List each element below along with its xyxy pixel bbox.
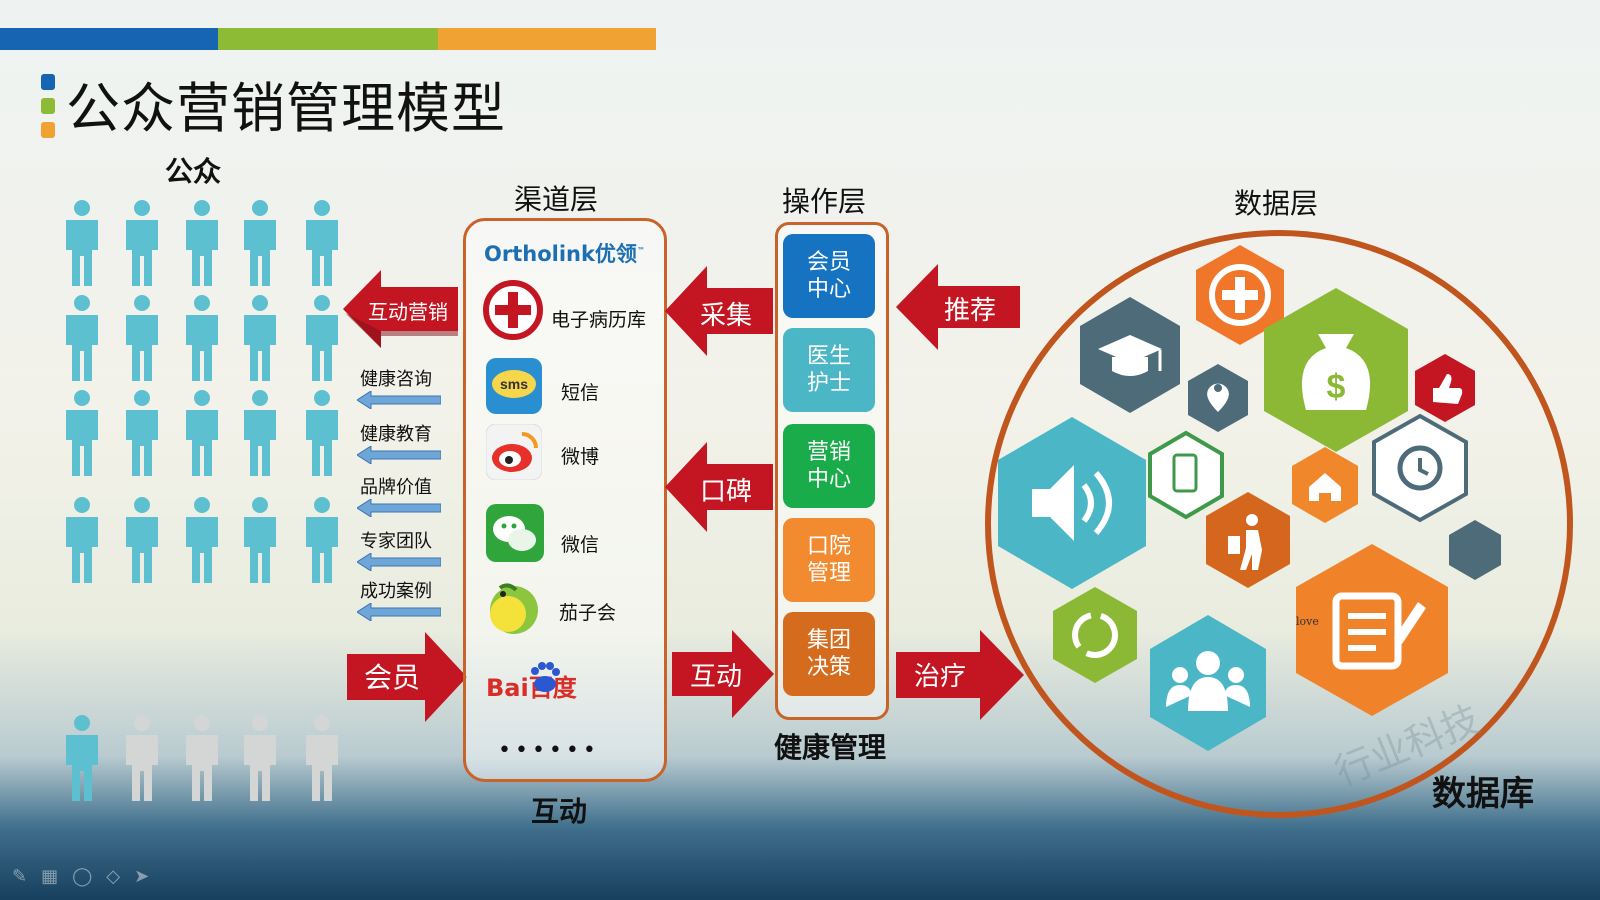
- member-arrow-label: 会员: [364, 656, 420, 696]
- person-icon: [182, 200, 222, 288]
- operation-heading: 操作层: [782, 180, 866, 220]
- refresh-icon: [1053, 587, 1137, 683]
- presentation-toolbar[interactable]: ✎▦◯◇➤: [12, 866, 163, 887]
- sms-icon: sms: [486, 358, 542, 414]
- alarm-clock-icon: [1374, 416, 1466, 520]
- top-bar-blue: [0, 28, 218, 50]
- operation-box: 口院管理: [783, 518, 875, 602]
- small-blue-arrow: [357, 446, 441, 464]
- medical-cross-icon: [483, 280, 543, 340]
- baidu-paw-icon: [527, 662, 563, 694]
- person-icon: [62, 295, 102, 383]
- small-arrow-label: 专家团队: [360, 527, 432, 553]
- person-icon: [62, 390, 102, 478]
- person-icon: [240, 200, 280, 288]
- love-text: love: [1296, 615, 1319, 628]
- treatment-arrow-label: 治疗: [914, 656, 966, 693]
- small-arrow-label: 成功案例: [360, 577, 432, 603]
- word-of-mouth-label: 口碑: [700, 471, 752, 508]
- person-icon: [182, 715, 222, 803]
- eggplant-icon: [486, 580, 542, 636]
- top-bar-green: [218, 28, 438, 50]
- public-heading: 公众: [165, 150, 221, 190]
- phone-icon: [1150, 433, 1222, 517]
- operation-box-label: 口院管理: [807, 533, 851, 587]
- database-caption: 数据库: [1432, 766, 1534, 815]
- recommend-arrow-label: 推荐: [944, 290, 996, 327]
- person-icon: [122, 390, 162, 478]
- person-icon: [302, 715, 342, 803]
- location-pin-icon: [1188, 364, 1248, 432]
- person-icon: [122, 200, 162, 288]
- collect-arrow-label: 采集: [700, 295, 752, 332]
- top-bar-orange: [438, 28, 656, 50]
- person-icon: [240, 715, 280, 803]
- channel-item-label: 电子病历库: [551, 305, 646, 332]
- person-icon: [122, 497, 162, 585]
- weibo-icon: [486, 424, 542, 480]
- graduation-cap-icon: [1080, 297, 1180, 413]
- operation-box-label: 医生护士: [807, 343, 851, 397]
- small-blue-arrow: [357, 603, 441, 621]
- person-icon: [302, 390, 342, 478]
- interaction-arrow-label: 互动: [690, 656, 742, 693]
- person-icon: [62, 200, 102, 288]
- data-heading: 数据层: [1234, 182, 1318, 222]
- operation-box-label: 会员中心: [807, 249, 851, 303]
- home-icon: [1292, 447, 1358, 523]
- money-bag-icon: $: [1264, 288, 1408, 452]
- person-icon: [122, 715, 162, 803]
- person-icon: [240, 295, 280, 383]
- channel-heading: 渠道层: [514, 178, 598, 218]
- person-icon: [302, 295, 342, 383]
- person-icon: [302, 497, 342, 585]
- dark-hexagon-icon: [1449, 520, 1501, 580]
- small-arrow-label: 品牌价值: [360, 473, 432, 499]
- channel-item-label: 短信: [561, 378, 599, 405]
- svg-text:$: $: [1327, 368, 1346, 406]
- page-title: 公众营销管理模型: [66, 64, 506, 143]
- person-icon: [240, 390, 280, 478]
- small-arrow-label: 健康教育: [360, 420, 432, 446]
- operation-box: 集团决策: [783, 612, 875, 696]
- person-icon: [62, 715, 102, 803]
- person-icon: [122, 295, 162, 383]
- operation-caption: 健康管理: [774, 726, 886, 766]
- person-icon: [182, 390, 222, 478]
- thumbs-up-icon: [1415, 354, 1475, 422]
- operation-box: 会员中心: [783, 234, 875, 318]
- small-blue-arrow: [357, 553, 441, 571]
- person-icon: [182, 295, 222, 383]
- interactive-marketing-label: 互动营销: [368, 296, 448, 325]
- person-icon: [182, 497, 222, 585]
- traveler-icon: [1206, 492, 1290, 588]
- person-icon: [62, 497, 102, 585]
- channel-caption: 互动: [531, 790, 587, 830]
- channel-item-label: 微博: [561, 442, 599, 469]
- operation-box: 营销中心: [783, 424, 875, 508]
- more-dots: ••••••: [498, 738, 600, 763]
- operation-box-label: 营销中心: [807, 439, 851, 493]
- notepad-icon: [1296, 544, 1448, 716]
- speaker-icon: [998, 417, 1146, 589]
- operation-box-label: 集团决策: [807, 627, 851, 681]
- small-blue-arrow: [357, 391, 441, 409]
- operation-box: 医生护士: [783, 328, 875, 412]
- small-blue-arrow: [357, 499, 441, 517]
- channel-item-label: 茄子会: [559, 598, 616, 625]
- ortholink-logo: Ortholink优领™: [484, 238, 645, 268]
- wechat-icon: [486, 504, 544, 562]
- person-icon: [302, 200, 342, 288]
- svg-text:sms: sms: [500, 376, 528, 392]
- person-icon: [240, 497, 280, 585]
- channel-item-label: 微信: [561, 530, 599, 557]
- small-arrow-label: 健康咨询: [360, 365, 432, 391]
- group-icon: [1150, 615, 1266, 751]
